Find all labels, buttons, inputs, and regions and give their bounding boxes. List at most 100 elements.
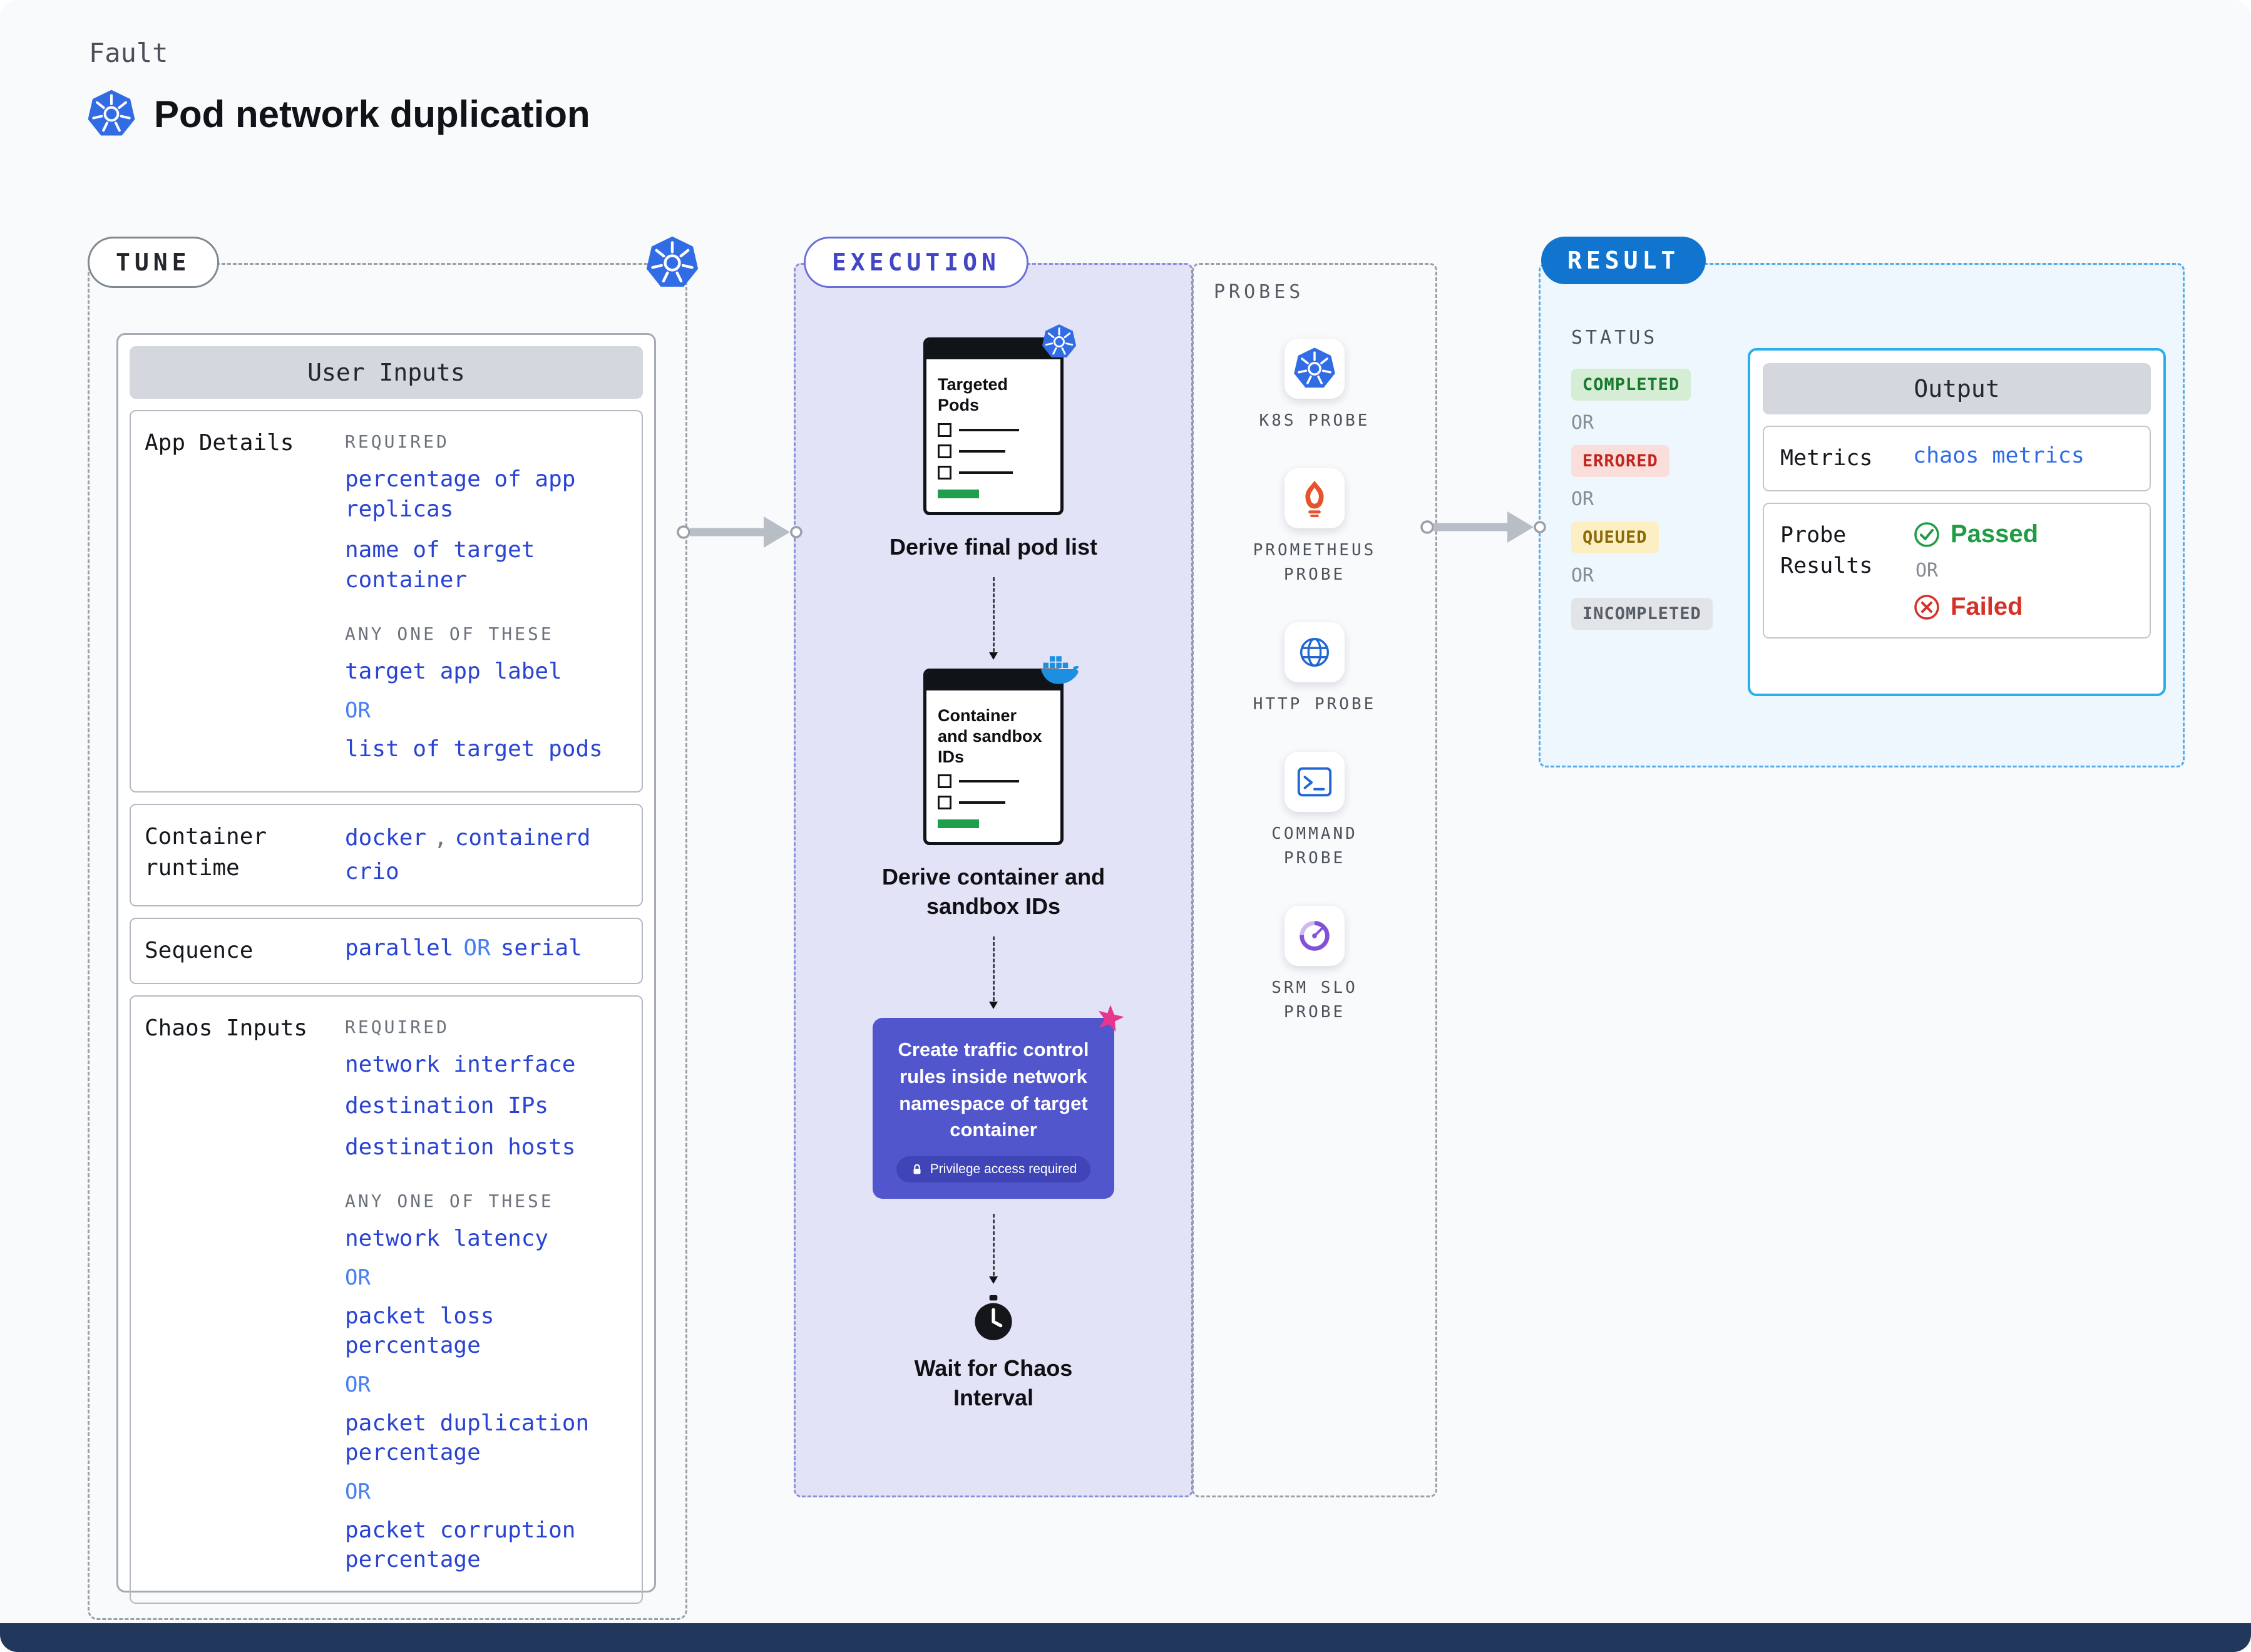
traffic-control-step-card: Create traffic control rules inside netw… xyxy=(873,1018,1114,1199)
output-panel: Output Metrics chaos metrics Probe Resul… xyxy=(1748,348,2166,696)
spark-icon xyxy=(1095,1004,1126,1034)
runtime-values-line: crio xyxy=(345,855,628,889)
tune-section-box xyxy=(88,263,687,1620)
input-item: packet loss percentage xyxy=(345,1303,495,1359)
or-separator: OR xyxy=(1571,565,1594,587)
probe-card xyxy=(1284,622,1345,682)
prometheus-flame-icon xyxy=(1295,479,1334,518)
step-caption: Derive final pod list xyxy=(889,533,1098,560)
input-item: target app label xyxy=(345,659,562,685)
x-circle-icon xyxy=(1913,593,1941,621)
flow-connector-arrow xyxy=(989,577,998,660)
or-separator: OR xyxy=(345,1479,371,1504)
probe-card xyxy=(1284,906,1345,966)
input-item: destination hosts xyxy=(345,1134,576,1160)
or-separator: OR xyxy=(345,1372,371,1397)
tune-to-execution-arrow xyxy=(677,516,802,548)
input-item: packet duplication percentage xyxy=(345,1410,590,1466)
probe-label: PROMETHEUS PROBE xyxy=(1253,541,1377,584)
passed-text: Passed xyxy=(1951,520,2039,548)
checkbox-icon xyxy=(938,465,951,480)
step-caption: Create traffic control rules inside netw… xyxy=(898,1039,1089,1141)
status-heading: STATUS xyxy=(1571,327,1658,349)
tune-label: TUNE xyxy=(88,237,219,288)
status-column: STATUS COMPLETED OR ERRORED OR QUEUED OR… xyxy=(1571,327,1729,630)
flow-connector-arrow xyxy=(989,936,998,1010)
page-title-row: Pod network duplication xyxy=(86,89,590,139)
container-runtime-section: Container runtime docker,containerd crio xyxy=(130,804,643,907)
execution-flow: Targeted Pods Derive final pod list Cont… xyxy=(796,265,1191,1496)
privilege-note-text: Privilege access required xyxy=(930,1162,1077,1177)
probe-results-values: Passed OR Failed xyxy=(1913,520,2038,621)
checkbox-icon xyxy=(938,423,951,437)
flow-connector-arrow xyxy=(989,1214,998,1285)
or-separator: OR xyxy=(345,1265,371,1290)
app-details-content: REQUIRED percentage of app replicas name… xyxy=(345,428,628,775)
probe-card xyxy=(1284,752,1345,812)
container-ids-doc: Container and sandbox IDs xyxy=(923,669,1064,846)
kubernetes-icon xyxy=(86,89,136,139)
document-topbar xyxy=(926,341,1060,359)
probe-label: HTTP PROBE xyxy=(1253,695,1377,714)
input-item: packet corruption percentage xyxy=(345,1517,576,1573)
or-separator: OR xyxy=(1915,560,1939,582)
lock-icon xyxy=(910,1162,924,1176)
targeted-pods-doc: Targeted Pods xyxy=(923,337,1064,515)
input-item: percentage of app replicas xyxy=(345,466,576,522)
probe-results-row: Probe Results Passed OR Failed xyxy=(1763,503,2151,639)
container-runtime-content: docker,containerd crio xyxy=(345,821,628,889)
terminal-icon xyxy=(1295,762,1334,801)
execution-to-result-arrow xyxy=(1420,511,1546,543)
runtime-value: docker xyxy=(345,825,427,851)
metrics-row: Metrics chaos metrics xyxy=(1763,426,2151,491)
document-icon: Targeted Pods xyxy=(923,337,1064,515)
progress-bar xyxy=(938,819,979,829)
checkbox-icon xyxy=(938,796,951,810)
footer-bar xyxy=(0,1623,2251,1652)
runtime-value: containerd xyxy=(454,825,591,851)
gauge-icon xyxy=(1295,916,1334,955)
output-title: Output xyxy=(1763,363,2151,414)
app-details-label: App Details xyxy=(145,430,294,456)
metrics-label: Metrics xyxy=(1780,446,1873,471)
status-badge-queued: QUEUED xyxy=(1571,521,1659,553)
clock-icon xyxy=(972,1295,1015,1342)
user-inputs-panel: User Inputs App Details REQUIRED percent… xyxy=(116,333,656,1604)
checkbox-icon xyxy=(938,774,951,789)
chaos-inputs-label: Chaos Inputs xyxy=(145,1015,308,1042)
document-title: Container and sandbox IDs xyxy=(938,705,1042,766)
docker-icon xyxy=(1038,652,1081,686)
fault-kicker: Fault xyxy=(89,38,168,68)
status-badge-errored: ERRORED xyxy=(1571,445,1669,477)
sequence-value: parallel xyxy=(345,935,454,962)
status-badge-incompleted: INCOMPLETED xyxy=(1571,598,1713,630)
sequence-label: Sequence xyxy=(145,938,254,964)
check-circle-icon xyxy=(1913,521,1941,548)
probe-item: COMMAND PROBE xyxy=(1258,752,1371,871)
chaos-inputs-section: Chaos Inputs REQUIRED network interface … xyxy=(130,995,643,1604)
runtime-values-line: docker,containerd xyxy=(345,821,628,855)
input-item: destination IPs xyxy=(345,1093,549,1119)
chaos-inputs-content: REQUIRED network interface destination I… xyxy=(345,1013,628,1586)
probes-section-box: PROBES K8S PROBE PROMETHEUS PROBE HTTP P… xyxy=(1192,263,1437,1497)
probe-card xyxy=(1284,468,1345,528)
document-icon: Container and sandbox IDs xyxy=(923,668,1064,846)
status-badge-completed: COMPLETED xyxy=(1571,369,1691,401)
document-topbar xyxy=(926,671,1060,690)
page-title: Pod network duplication xyxy=(154,93,590,135)
probe-label: SRM SLO PROBE xyxy=(1271,978,1358,1022)
kubernetes-icon xyxy=(645,235,700,290)
any-one-heading: ANY ONE OF THESE xyxy=(345,623,554,645)
probe-item: HTTP PROBE xyxy=(1253,622,1377,717)
or-separator: OR xyxy=(1571,488,1594,510)
passed-line: Passed xyxy=(1913,520,2038,548)
required-heading: REQUIRED xyxy=(345,1017,449,1038)
probe-item: SRM SLO PROBE xyxy=(1258,906,1371,1025)
user-inputs-title: User Inputs xyxy=(130,346,643,399)
input-item: list of target pods xyxy=(345,736,603,762)
document-title: Targeted Pods xyxy=(938,375,1008,414)
sequence-value: serial xyxy=(500,935,582,962)
probe-card xyxy=(1284,339,1345,399)
